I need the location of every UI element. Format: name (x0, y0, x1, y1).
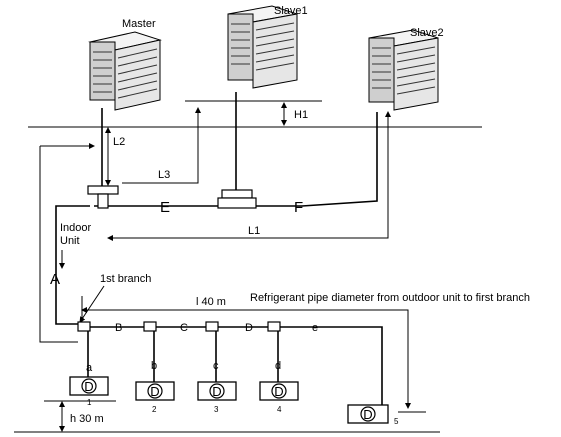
l2-label: L2 (113, 136, 125, 148)
pipe-A (55, 205, 90, 325)
first-branch-pointer (79, 285, 105, 323)
indoor-branch-joint-3 (205, 321, 219, 332)
l40-dimension (81, 307, 411, 409)
indoor-main-pipe (80, 326, 383, 405)
slave1-outdoor-unit: Slave1 (227, 5, 308, 89)
indoor-unit-4-symbol: D (274, 384, 283, 399)
c-lower-label: c (213, 360, 219, 372)
indoor-unit-4-number: 4 (277, 405, 282, 414)
indoor-unit-2-number: 2 (152, 405, 157, 414)
c-label: C (180, 322, 188, 334)
l3-label: L3 (158, 169, 170, 181)
indoor-unit-2: D 2 (135, 381, 175, 414)
indoor-unit-1-symbol: D (84, 379, 93, 394)
d-label: D (245, 322, 253, 334)
l1-label: L1 (248, 225, 260, 237)
l1-dimension (107, 111, 391, 241)
f-label: F (294, 199, 303, 216)
indoor-unit-1-number: 1 (87, 398, 92, 407)
branch-joint-slave1 (217, 189, 257, 209)
l40-label: l 40 m (196, 296, 226, 308)
e-lower-label: e (312, 322, 318, 334)
indoor-label-line1: Indoor (60, 222, 92, 234)
d-lower-label: d (275, 360, 281, 372)
refrigerant-note: Refrigerant pipe diameter from outdoor u… (250, 292, 530, 304)
loop-left (39, 146, 78, 343)
pipe-slave2 (301, 112, 378, 207)
slave2-label: Slave2 (410, 27, 444, 39)
a-label: A (50, 271, 60, 288)
a-lower-label: a (86, 362, 93, 374)
master-outdoor-unit: Master (88, 18, 162, 111)
indoor-branch-joint-1 (77, 321, 91, 332)
indoor-unit-5-number: 5 (394, 417, 399, 426)
indoor-branch-joint-4 (267, 321, 281, 332)
indoor-unit-3-symbol: D (212, 384, 221, 399)
first-branch-label: 1st branch (100, 273, 151, 285)
h30-label: h 30 m (70, 413, 104, 425)
b-lower-label: b (151, 360, 157, 372)
h1-label: H1 (294, 109, 308, 121)
indoor-unit-1: D 1 (69, 376, 109, 407)
indoor-unit-2-symbol: D (150, 384, 159, 399)
b-label: B (115, 322, 122, 334)
slave2-outdoor-unit: Slave2 (368, 27, 444, 111)
e-label: E (160, 199, 170, 216)
indoor-branch-joint-2 (143, 321, 157, 332)
indoor-unit-3: D 3 (197, 381, 237, 414)
branch-joint-master (87, 185, 119, 209)
indoor-unit-4: D 4 (259, 381, 299, 414)
indoor-label-line2: Unit (60, 235, 80, 247)
indoor-unit-5-symbol: D (363, 407, 372, 422)
indoor-unit-3-number: 3 (214, 405, 219, 414)
indoor-unit-5: D 5 (347, 404, 399, 426)
slave1-label: Slave1 (274, 5, 308, 17)
master-label: Master (122, 18, 156, 30)
